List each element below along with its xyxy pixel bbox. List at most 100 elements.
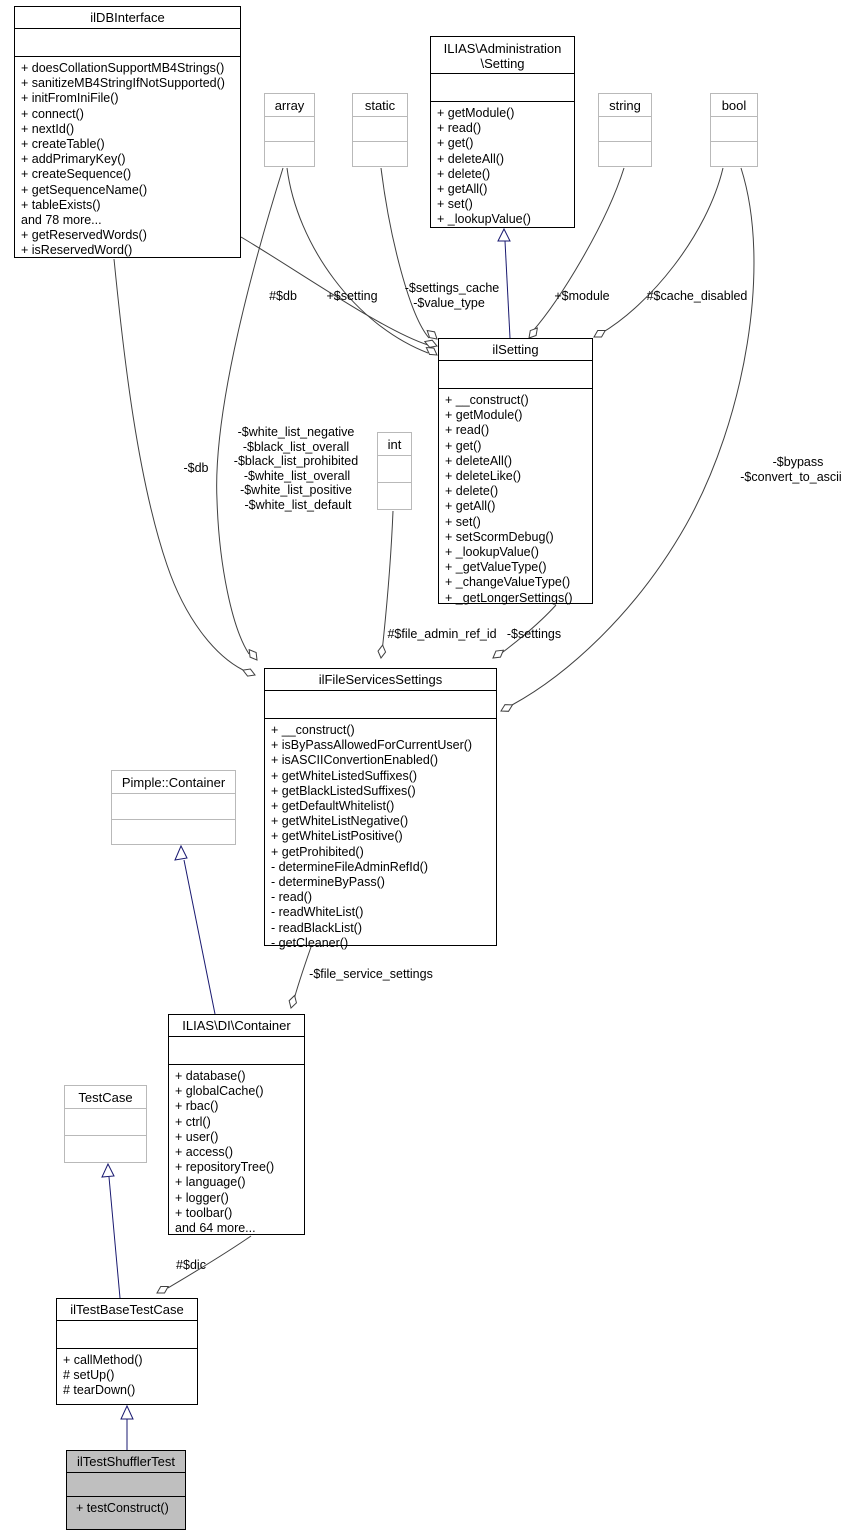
method-item: + createTable() bbox=[21, 137, 105, 152]
method-item: + access() bbox=[175, 1145, 234, 1160]
attributes-section bbox=[265, 690, 496, 718]
attributes-section bbox=[599, 116, 651, 141]
edge-label-settings-cache: -$settings_cache bbox=[404, 281, 500, 295]
class-title: TestCase bbox=[78, 1090, 133, 1105]
class-string: string bbox=[598, 93, 652, 167]
method-item: + set() bbox=[437, 197, 473, 212]
method-item: + getReservedWords() bbox=[21, 228, 147, 243]
method-item: + getWhiteListedSuffixes() bbox=[271, 768, 418, 783]
method-item: + createSequence() bbox=[21, 167, 132, 182]
method-item: + connect() bbox=[21, 106, 84, 121]
method-item: + callMethod() bbox=[63, 1353, 143, 1367]
method-item: + _lookupValue() bbox=[437, 212, 531, 227]
attributes-section bbox=[265, 116, 314, 141]
attributes-section bbox=[65, 1108, 146, 1135]
class-title: string bbox=[609, 98, 641, 113]
method-item: + language() bbox=[175, 1175, 246, 1190]
method-item: + deleteAll() bbox=[445, 453, 513, 468]
class-ilias-administration-setting[interactable]: ILIAS\Administration \Setting + getModul… bbox=[430, 36, 575, 228]
edge-ildbinterface-ilsetting bbox=[240, 236, 429, 346]
method-item: - determineByPass() bbox=[271, 875, 385, 890]
edge-label-file-service-settings: -$file_service_settings bbox=[309, 967, 433, 981]
methods-section: + callMethod()# setUp()# tearDown() bbox=[57, 1348, 197, 1404]
method-item: + deleteLike() bbox=[445, 469, 522, 484]
method-item: and 78 more... bbox=[21, 213, 102, 228]
edge-dicontainer-iltestbasetestcase bbox=[167, 1235, 252, 1289]
edge-label-cache-disabled: #$cache_disabled bbox=[646, 289, 748, 303]
method-item: + getModule() bbox=[437, 106, 515, 120]
method-item: - getCleaner() bbox=[271, 935, 349, 950]
class-testcase: TestCase bbox=[64, 1085, 147, 1163]
edge-static-ilsetting bbox=[380, 167, 430, 339]
method-item: + delete() bbox=[445, 484, 499, 499]
method-item: + getModule() bbox=[445, 408, 523, 423]
edge-label-white-list-negative: -$white_list_negative bbox=[237, 425, 355, 439]
class-title[interactable]: ilDBInterface bbox=[90, 10, 165, 25]
methods-section: + doesCollationSupportMB4Strings()+ sani… bbox=[15, 56, 240, 261]
method-item: + set() bbox=[445, 514, 481, 529]
method-item: + getWhiteListPositive() bbox=[271, 829, 403, 844]
method-item: + initFromIniFile() bbox=[21, 91, 119, 106]
edge-label-dic: #$dic bbox=[176, 1258, 206, 1272]
edge-label-settings-member: -$settings bbox=[506, 627, 562, 641]
class-int: int bbox=[377, 432, 412, 510]
edge-array-ilsetting bbox=[286, 167, 429, 354]
method-item: + __construct() bbox=[271, 723, 355, 737]
method-item: + get() bbox=[437, 136, 474, 151]
class-title[interactable]: ilSetting bbox=[492, 342, 539, 357]
edge-bool-ilsetting bbox=[599, 167, 724, 335]
class-ilfileservicessettings[interactable]: ilFileServicesSettings + __construct() + … bbox=[264, 668, 497, 950]
edge-label-white-list-overall: -$white_list_overall bbox=[243, 469, 351, 483]
edge-ildbinterface-ilfileservicessettings bbox=[113, 258, 244, 671]
edge-label-setting: +$setting bbox=[326, 289, 378, 303]
attributes-section bbox=[439, 360, 592, 388]
edge-label-file-admin-ref-id: #$file_admin_ref_id bbox=[387, 627, 497, 641]
class-title: Pimple::Container bbox=[121, 775, 226, 790]
class-title[interactable]: ILIAS\DI\Container bbox=[182, 1018, 291, 1033]
method-item: + _getValueType() bbox=[445, 560, 547, 575]
edge-label-value-type: -$value_type bbox=[413, 296, 485, 310]
method-item: - read() bbox=[271, 890, 312, 905]
attributes-section bbox=[15, 28, 240, 56]
class-title[interactable]: ilTestBaseTestCase bbox=[70, 1302, 184, 1317]
method-item: + repositoryTree() bbox=[175, 1160, 275, 1175]
method-item: + doesCollationSupportMB4Strings() bbox=[21, 61, 225, 75]
methods-section: + database()+ globalCache()+ rbac()+ ctr… bbox=[169, 1064, 304, 1238]
method-item: # setUp() bbox=[63, 1368, 115, 1383]
method-item: + read() bbox=[437, 121, 482, 136]
class-static: static bbox=[352, 93, 408, 167]
edge-ilsetting-ilfileservicessettings bbox=[498, 604, 557, 656]
method-item: + _lookupValue() bbox=[445, 545, 539, 560]
method-item: and 64 more... bbox=[175, 1221, 256, 1236]
attributes-section bbox=[378, 455, 411, 482]
methods-section: + __construct()+ getModule()+ read()+ ge… bbox=[439, 388, 592, 608]
method-item: + getProhibited() bbox=[271, 844, 364, 859]
attributes-section bbox=[711, 116, 757, 141]
method-item: + __construct() bbox=[445, 393, 529, 407]
methods-section bbox=[378, 482, 411, 509]
edge-dicontainer-pimplecontainer bbox=[183, 859, 216, 1015]
methods-section bbox=[711, 141, 757, 166]
class-title[interactable]: ilFileServicesSettings bbox=[318, 672, 443, 687]
methods-section bbox=[599, 141, 651, 166]
class-ilsetting[interactable]: ilSetting + __construct()+ getModule()+ … bbox=[438, 338, 593, 605]
class-ildbinterface[interactable]: ilDBInterface + doesCollationSupportMB4S… bbox=[14, 6, 241, 258]
edge-label-black-list-overall: -$black_list_overall bbox=[242, 440, 350, 454]
class-iltestbasetestcase[interactable]: ilTestBaseTestCase + callMethod()# setUp… bbox=[56, 1298, 198, 1405]
attributes-section bbox=[57, 1320, 197, 1348]
edge-label-db-protected: #$db bbox=[269, 289, 297, 303]
methods-section: + getModule()+ read()+ get()+ deleteAll(… bbox=[431, 101, 574, 230]
method-item: + getBlackListedSuffixes() bbox=[271, 783, 416, 798]
method-item: - readWhiteList() bbox=[271, 905, 364, 920]
method-item: + toolbar() bbox=[175, 1205, 233, 1220]
method-item: + delete() bbox=[437, 166, 491, 181]
method-item: + nextId() bbox=[21, 121, 75, 136]
class-pimple-container: Pimple::Container bbox=[111, 770, 236, 845]
class-ilias-di-container[interactable]: ILIAS\DI\Container + database()+ globalC… bbox=[168, 1014, 305, 1235]
methods-section: + testConstruct() bbox=[67, 1496, 185, 1529]
edge-ilsetting-adminsetting bbox=[504, 240, 511, 339]
methods-section bbox=[65, 1135, 146, 1162]
class-title[interactable]: ILIAS\Administration \Setting bbox=[443, 41, 562, 71]
